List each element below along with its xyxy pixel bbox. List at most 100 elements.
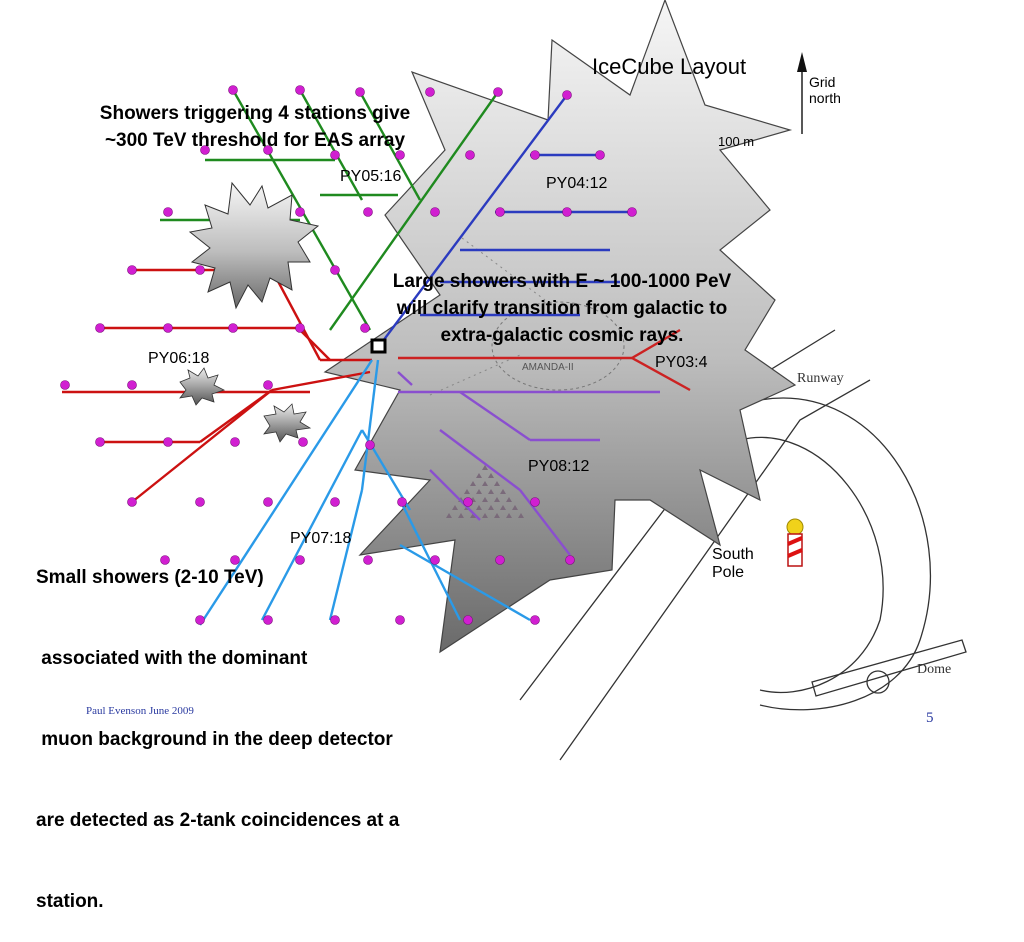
cable-segment (631, 356, 691, 392)
in-ice-cluster (446, 465, 524, 518)
amanda-ii-region (429, 237, 625, 396)
station-dot (595, 150, 605, 160)
station-dot (363, 207, 373, 217)
in-ice-marker (470, 513, 476, 518)
grid-north-line-2: north (809, 90, 841, 106)
station-dot (495, 207, 505, 217)
cable-segment (198, 359, 374, 626)
in-ice-marker (506, 513, 512, 518)
road-arc-inner (759, 397, 931, 711)
station-dot (463, 497, 473, 507)
string-py03-4 (398, 328, 691, 392)
south-pole-line-1: South (712, 546, 754, 563)
annotation-small-line-4: are detected as 2-tank coincidences at a (36, 810, 400, 831)
station-dot (360, 323, 370, 333)
cable-segment (519, 489, 571, 556)
station-dot (627, 207, 637, 217)
station-dot (163, 323, 173, 333)
station-dot (60, 380, 70, 390)
station-dot (295, 207, 305, 217)
station-dot (263, 615, 273, 625)
station-dot (330, 265, 340, 275)
station-dot (195, 265, 205, 275)
station-dot (195, 615, 205, 625)
station-dot (298, 437, 308, 447)
annotation-large-line-3: extra-galactic cosmic rays. (440, 325, 684, 346)
station-dot (562, 90, 572, 100)
station-dot (295, 85, 305, 95)
station-dot (530, 497, 540, 507)
station-dot (425, 87, 435, 97)
station-dot (127, 380, 137, 390)
central-station-box (370, 338, 387, 354)
cable-segment (131, 389, 273, 503)
in-ice-marker (476, 505, 482, 510)
station-dot (127, 497, 137, 507)
cable-segment (429, 469, 481, 521)
dome-label: Dome (917, 662, 952, 677)
in-ice-marker (494, 481, 500, 486)
station-dot (230, 555, 240, 565)
grid-north-line-1: Grid (809, 74, 836, 90)
in-ice-marker (500, 489, 506, 494)
in-ice-marker (518, 513, 524, 518)
runway-label: Runway (797, 371, 844, 386)
in-ice-marker (494, 513, 500, 518)
cable-segment (439, 429, 521, 491)
station-dot (395, 615, 405, 625)
in-ice-marker (482, 497, 488, 502)
station-dot (95, 323, 105, 333)
station-dot (295, 555, 305, 565)
in-ice-marker (476, 473, 482, 478)
string-label-py06: PY06:18 (148, 350, 210, 367)
string-label-py07: PY07:18 (290, 530, 352, 547)
station-dot (493, 87, 503, 97)
station-dot (530, 615, 540, 625)
in-ice-marker (488, 505, 494, 510)
station-dot (465, 150, 475, 160)
station-dot (330, 497, 340, 507)
station-dot (363, 555, 373, 565)
cable-segment (328, 489, 364, 621)
in-ice-marker (512, 505, 518, 510)
grid-north-label: Grid north (809, 74, 841, 106)
footer-author: Paul Evenson June 2009 (86, 705, 194, 717)
in-ice-marker (482, 481, 488, 486)
annotation-large-line-2: will clarify transition from galactic to (396, 298, 728, 319)
annotation-top-line-2: ~300 TeV threshold for EAS array (104, 130, 406, 151)
station-dot (397, 497, 407, 507)
annotation-small-line-2: associated with the dominant (36, 648, 308, 669)
station-dot (530, 150, 540, 160)
cable-segment (271, 370, 371, 392)
cable-segment (379, 94, 568, 346)
string-py05-16 (160, 89, 499, 331)
cable-segment (399, 543, 531, 622)
in-ice-marker (476, 489, 482, 494)
station-dot (263, 145, 273, 155)
in-ice-marker (464, 489, 470, 494)
string-py06-18 (62, 268, 372, 503)
string-label-py05: PY05:16 (340, 168, 402, 185)
cable-segment (270, 269, 322, 361)
in-ice-marker (500, 505, 506, 510)
cable-segment (459, 391, 531, 441)
string-label-py03: PY03:4 (655, 354, 708, 371)
small-shower-burst-1 (179, 367, 226, 406)
annotation-four-station-threshold: Showers triggering 4 stations give ~300 … (60, 100, 450, 154)
annotation-small-line-3: muon background in the deep detector (36, 729, 393, 750)
cable-segment (358, 91, 422, 201)
station-dot (263, 497, 273, 507)
dome-icon (866, 670, 890, 694)
station-dot (365, 440, 375, 450)
station-dot (430, 207, 440, 217)
annotation-large-showers: Large showers with E ~ 100-1000 PeV will… (352, 268, 772, 349)
station-dot (395, 150, 405, 160)
annotation-small-line-5: station. (36, 891, 104, 912)
station-dot (355, 87, 365, 97)
cable-segment (631, 328, 681, 360)
road-arc-outer (739, 436, 884, 694)
station-dot (228, 323, 238, 333)
station-dot (330, 615, 340, 625)
in-ice-marker (470, 481, 476, 486)
station-dot (127, 265, 137, 275)
